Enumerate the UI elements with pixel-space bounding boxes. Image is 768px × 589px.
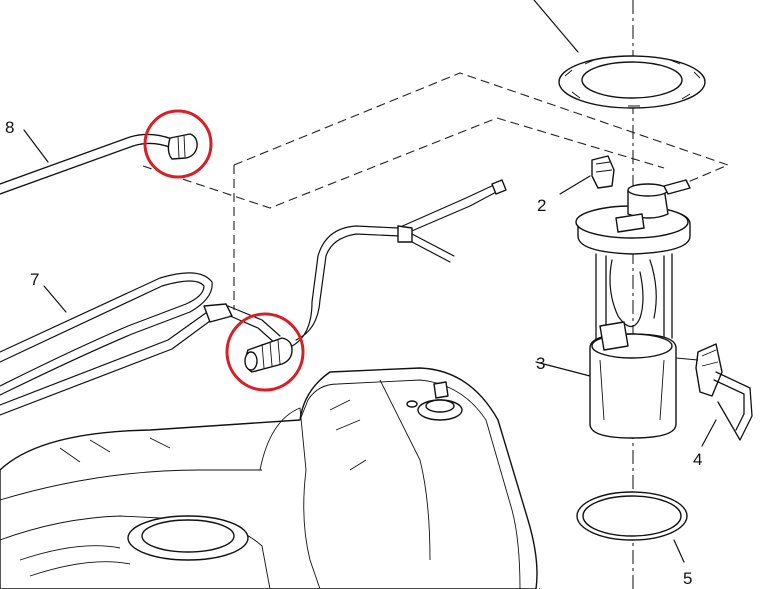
part-2-connector	[559, 155, 615, 195]
fuel-line-8	[0, 133, 198, 195]
callout-5-label: 5	[683, 569, 692, 588]
vent-line	[287, 179, 507, 349]
callout-7-label: 7	[30, 270, 39, 289]
highlight-circle-upper-connector	[143, 109, 213, 179]
highlight-circle-lower-connector	[225, 312, 305, 392]
part-4-level-sender	[675, 343, 753, 447]
leader-7	[43, 285, 67, 313]
callout-4-label: 4	[693, 450, 702, 469]
quick-connector-lower	[244, 337, 293, 373]
callout-8-label: 8	[5, 118, 14, 137]
callout-3-label: 3	[536, 354, 545, 373]
leader-8	[23, 129, 49, 163]
part-5-seal-ring	[576, 491, 688, 563]
part-3-fuel-pump-module	[535, 179, 691, 439]
fuel-line-7	[0, 272, 281, 416]
fuel-tank	[0, 367, 538, 589]
lock-ring	[533, 0, 706, 109]
callout-2-label: 2	[537, 196, 546, 215]
